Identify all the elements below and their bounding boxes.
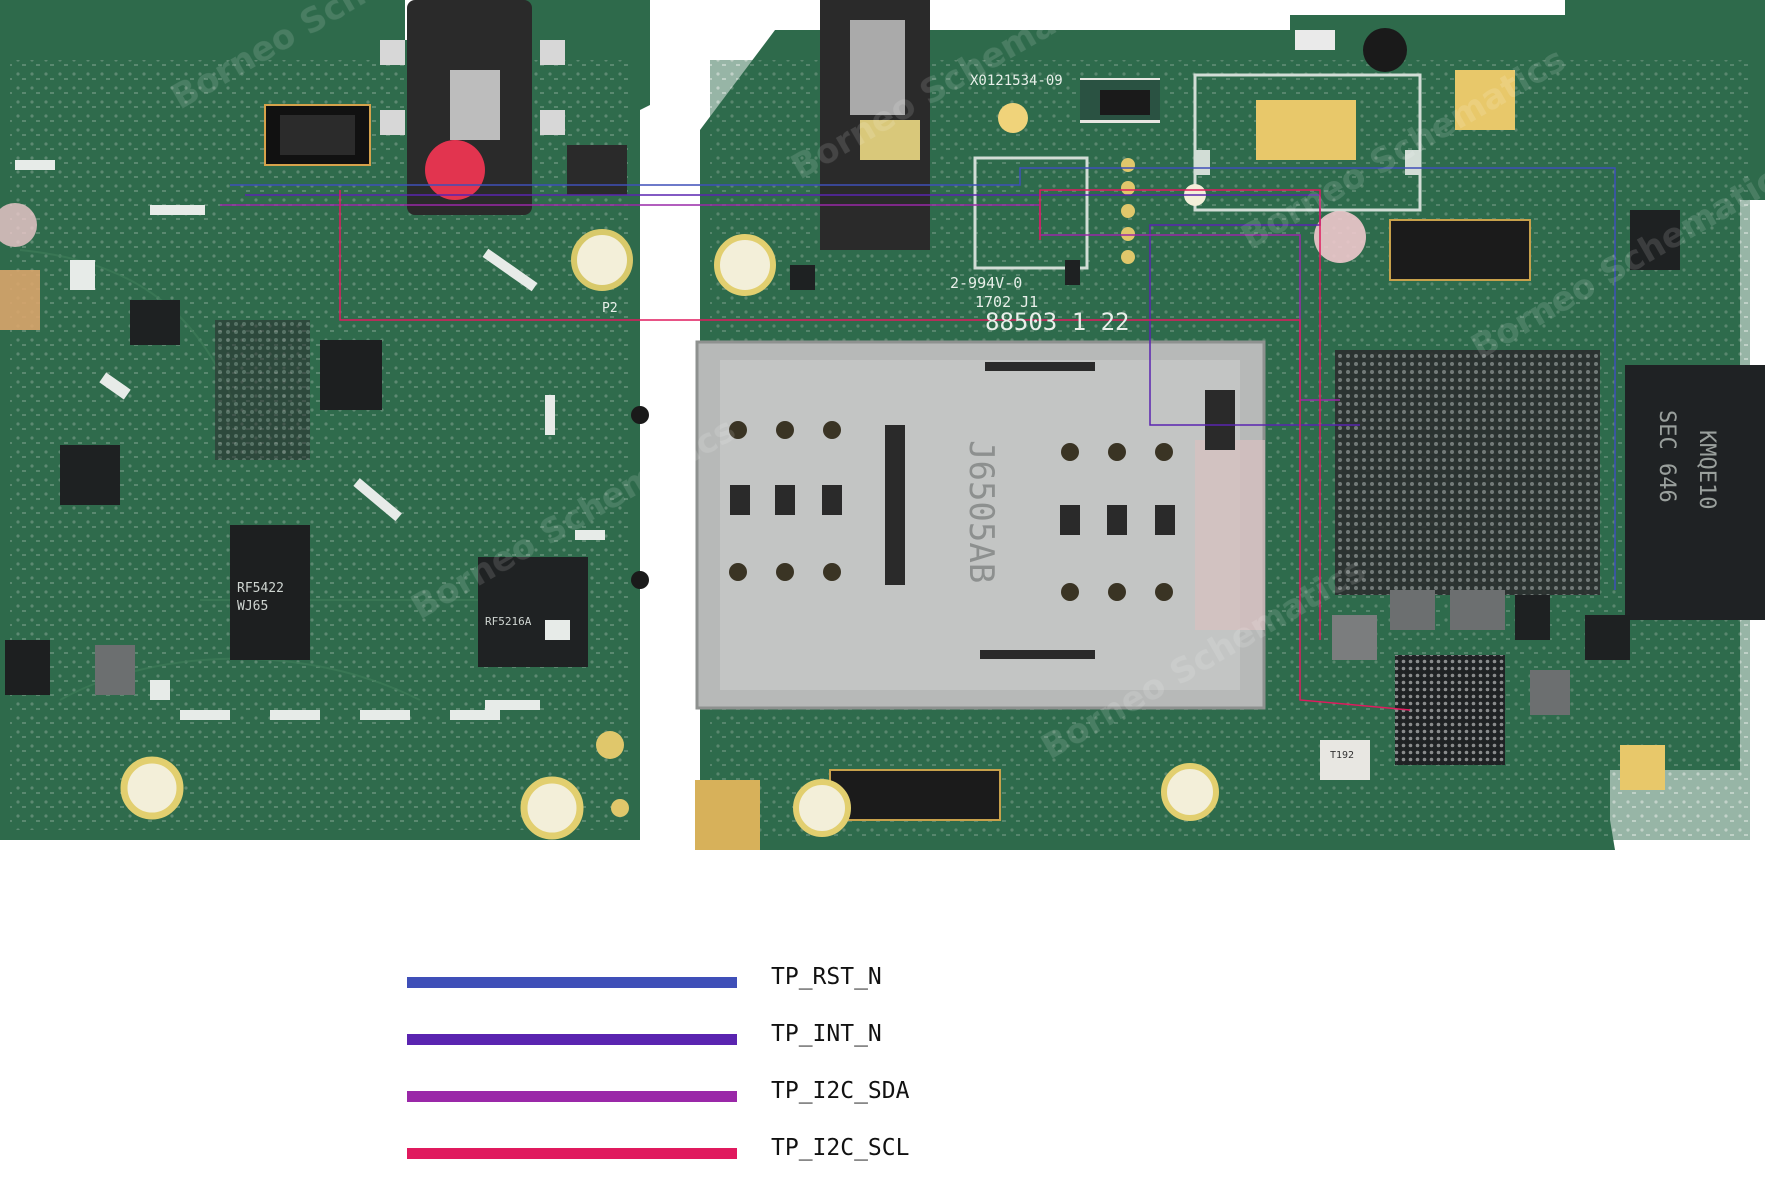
marking-j6505ab: J6505AB [961, 440, 1001, 583]
marking-rf5216a: RF5216A [485, 615, 532, 628]
signal-traces [220, 167, 1616, 711]
marking-1702: 1702 J1 [975, 293, 1038, 311]
marking-88503: 88503 1 22 [985, 308, 1130, 336]
trace-tp-rst-n [230, 167, 1616, 590]
marking-sec646: SEC 646 [1654, 410, 1679, 503]
left-board [0, 0, 650, 840]
trace-tp-i2c-sda [220, 204, 1340, 401]
trace-tp-i2c-scl [339, 189, 1411, 711]
marking-rf5422: RF5422 [237, 581, 284, 596]
marking-kmqe10: KMQE10 [1694, 430, 1719, 509]
marking-p2: P2 [602, 301, 618, 316]
marking-994v: 2-994V-0 [950, 274, 1022, 292]
marking-x0121534: X0121534-09 [970, 73, 1063, 89]
marking-t192: T192 [1330, 750, 1354, 761]
marking-wj65: WJ65 [237, 599, 268, 614]
trace-tp-int-n [245, 194, 1360, 426]
